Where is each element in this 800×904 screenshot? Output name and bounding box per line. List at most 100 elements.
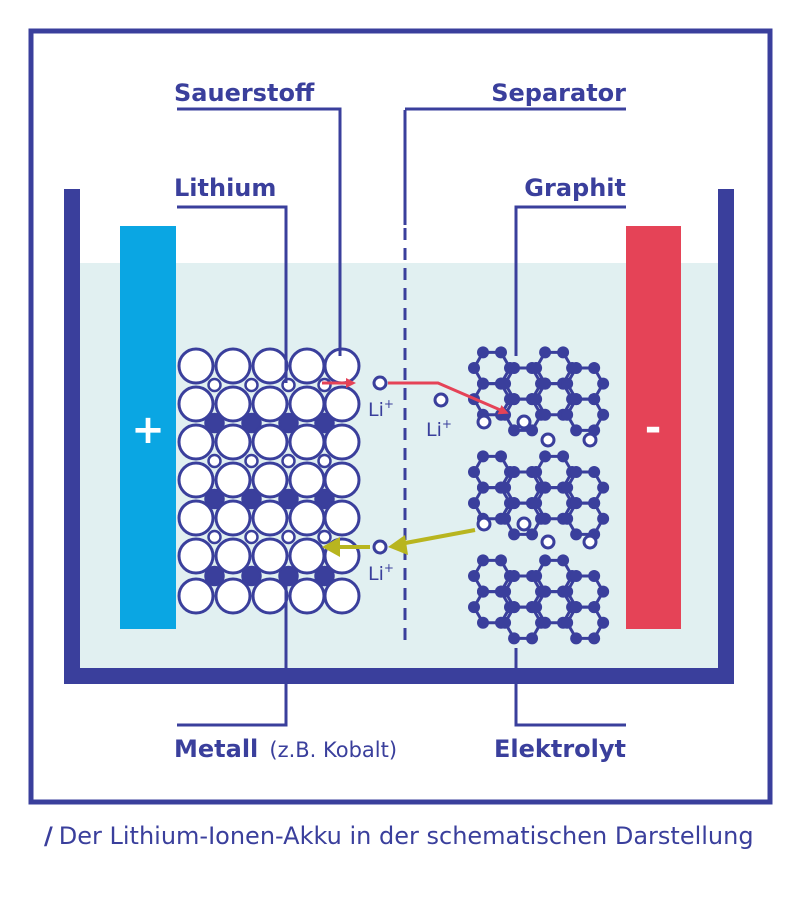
carbon-atom [468,497,480,510]
carbon-atom [539,450,552,463]
cathode-lattice [177,347,361,615]
caption-slash: / [44,822,53,850]
oxygen-atom [323,499,361,537]
oxygen-atom [177,423,215,461]
carbon-atom [477,377,489,390]
oxygen-atom [251,423,289,461]
carbon-atom [588,466,601,478]
lithium-site [317,377,332,393]
oxygen-atom [288,347,326,385]
oxygen-atom [288,385,326,423]
leader-lithium [177,205,288,383]
carbon-atom [539,554,552,567]
lithium-site [281,453,296,469]
carbon-atom [477,554,489,567]
carbon-atom [557,554,570,567]
metal-atom [278,412,299,434]
leader-sauerstoff [177,107,342,356]
metal-atom [314,488,335,510]
carbon-atom [468,601,480,614]
ion-anode-2 [516,414,532,430]
carbon-atom [588,393,601,406]
graphite-layer [468,450,610,541]
carbon-atom [477,481,489,494]
leader-graphit [514,205,626,356]
ion-anode-4 [582,432,598,448]
oxygen-atom [214,461,252,499]
lithium-site [281,377,296,393]
oxygen-atom [251,347,289,385]
oxygen-atom [288,577,326,615]
plus-sign: + [131,407,165,453]
oxygen-atom [251,577,289,615]
graphite-layer [468,346,610,437]
carbon-atom [499,377,512,390]
carbon-atom [570,362,583,374]
charge-arrow-path [388,381,509,415]
carbon-atom [539,512,552,525]
carbon-atom [539,616,552,629]
discharge-arrowhead [388,535,408,555]
carbon-atom [539,377,552,390]
oxygen-atom [177,577,215,615]
carbon-atom [499,616,512,629]
carbon-atom [597,585,610,598]
ion-anode-7 [540,534,556,550]
carbon-atom [477,346,489,359]
lithium-ions [372,375,598,555]
oxygen-atom [177,385,215,423]
metal-atom [314,565,335,587]
carbon-atom [526,528,539,541]
lithium-site [317,529,332,545]
li-label-discharging: Li+ [368,561,394,585]
oxygen-atom [214,347,252,385]
carbon-atom [539,585,552,598]
carbon-atom [570,466,583,478]
lithium-site [281,529,296,545]
carbon-atom [499,512,512,525]
oxygen-atom [288,537,326,575]
lithium-site [244,529,259,545]
carbon-atom [588,632,601,645]
oxygen-atom [288,423,326,461]
carbon-atom [508,393,521,406]
carbon-atom [570,601,583,614]
carbon-atom [508,424,521,437]
carbon-atom [597,616,610,629]
discharge-arrow-line [399,528,476,546]
carbon-atom [570,424,583,437]
label-elektrolyt: Elektrolyt [494,735,626,763]
graphite-lattice [468,346,610,645]
carbon-atom [561,512,574,525]
lithium-site [207,377,222,393]
carbon-atom [530,601,543,614]
ion-anode-6 [516,516,532,532]
li-label-charging: Li+ [368,397,394,421]
carbon-atom [557,450,570,463]
ion-anode-8 [582,534,598,550]
carbon-atom [499,585,512,598]
carbon-atom [561,481,574,494]
carbon-atom [508,497,521,510]
carbon-atom [508,362,521,374]
carbon-atom [588,570,601,582]
negative-electrode [626,226,681,629]
oxygen-atom [288,499,326,537]
oxygen-atom [323,385,361,423]
metal-atom [241,412,262,434]
carbon-atom [468,466,480,478]
metal-atom [241,565,262,587]
oxygen-atom [251,461,289,499]
carbon-atom [561,377,574,390]
carbon-atom [508,601,521,614]
metal-atom [314,412,335,434]
caption: /Der Lithium-Ionen-Akku in der schematis… [44,822,754,850]
ion-anode-3 [540,432,556,448]
oxygen-atom [177,537,215,575]
ion-anode-5 [476,516,492,532]
carbon-atom [508,570,521,582]
carbon-atom [539,481,552,494]
label-sauerstoff: Sauerstoff [174,79,315,107]
lithium-site [317,453,332,469]
